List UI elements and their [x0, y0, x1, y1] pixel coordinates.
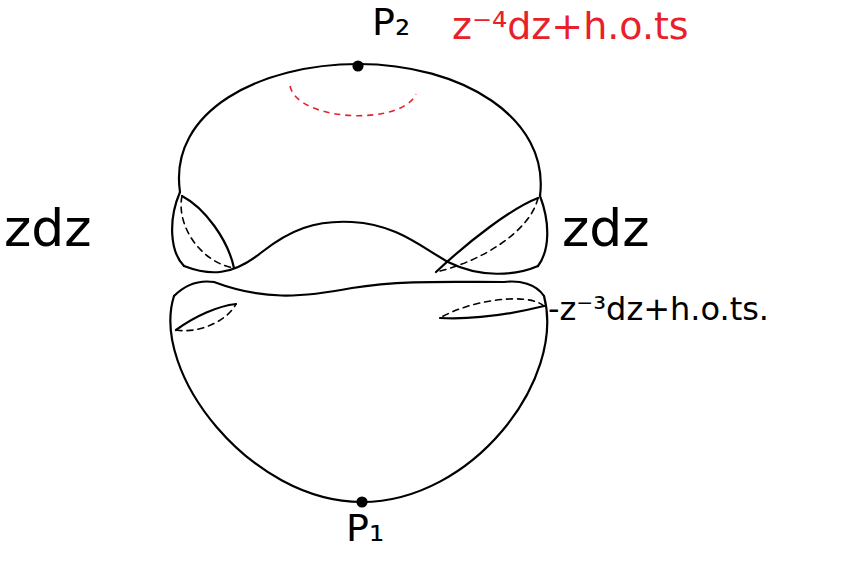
left-upper-tube	[172, 192, 184, 266]
red-loop	[290, 86, 416, 116]
lower-dome	[170, 296, 547, 502]
tube-ring	[176, 304, 236, 330]
tube-ring	[440, 306, 544, 318]
right-upper-tube	[538, 196, 547, 266]
tube-ring-hidden	[176, 304, 236, 331]
tube-ring-hidden	[440, 299, 544, 318]
form-label: zdz	[562, 200, 650, 257]
residue-label: z⁻⁴dz+h.o.ts	[452, 6, 689, 48]
point-dot	[354, 62, 363, 71]
lower-top-edge	[214, 282, 504, 296]
upper-dome	[179, 64, 541, 196]
tube-ring	[436, 198, 538, 272]
neck-edges	[174, 282, 544, 296]
tube-ring-hidden	[436, 198, 538, 272]
point-label: P₁	[346, 508, 384, 550]
residue-label: -z⁻³dz+h.o.ts.	[548, 292, 769, 327]
point-dot	[358, 498, 367, 507]
tube-ring-hidden	[181, 196, 234, 268]
form-label: zdz	[4, 200, 92, 257]
point-label: P₂	[372, 2, 410, 44]
tube-ring	[182, 196, 234, 268]
